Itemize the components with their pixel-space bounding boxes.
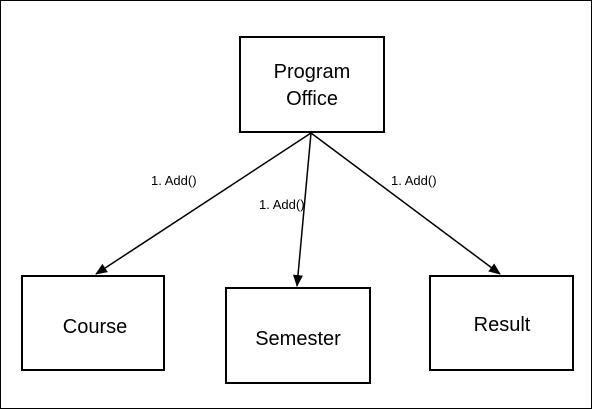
edge-program-office-to-result (310, 132, 501, 275)
node-semester[interactable]: Semester (225, 287, 371, 384)
node-semester-label: Semester (255, 328, 341, 350)
node-course-label: Course (63, 316, 127, 338)
node-program-office-label-line1: Program (274, 61, 351, 83)
node-program-office-label-line2: Office (286, 88, 338, 110)
edge-label-to-semester: 1. Add() (259, 197, 305, 212)
node-result[interactable]: Result (429, 275, 574, 371)
edge-program-office-to-course (95, 132, 312, 275)
node-result-label: Result (474, 314, 531, 336)
node-program-office[interactable]: Program Office (239, 36, 385, 133)
node-course[interactable]: Course (21, 275, 165, 371)
edge-label-to-result: 1. Add() (391, 173, 437, 188)
edge-label-to-course: 1. Add() (151, 173, 197, 188)
edge-program-office-to-semester (293, 132, 312, 287)
